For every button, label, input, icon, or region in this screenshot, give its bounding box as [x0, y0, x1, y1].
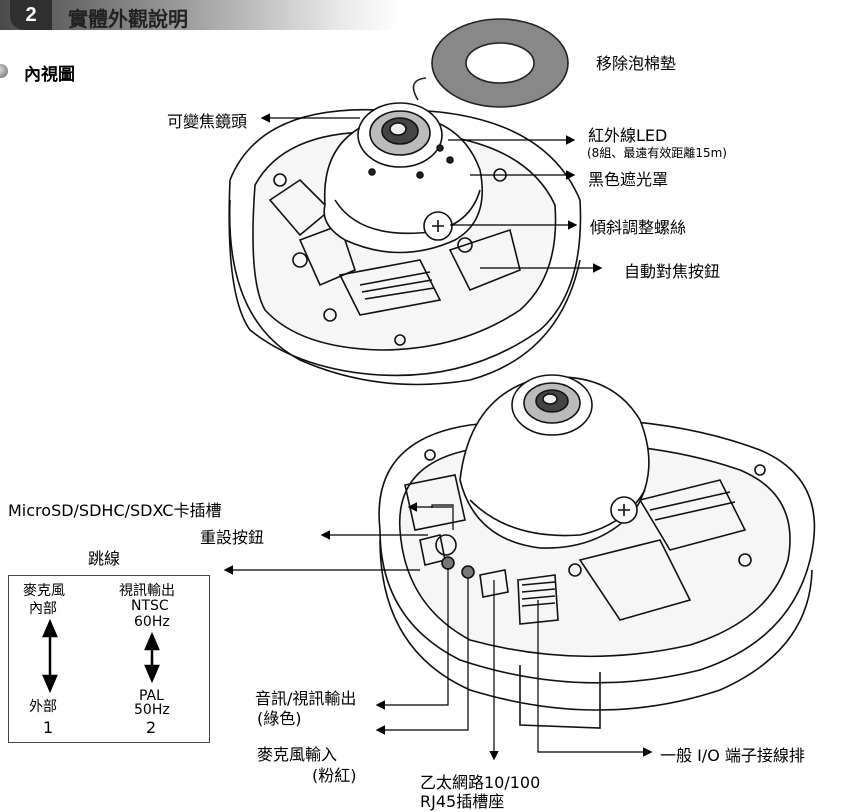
jumper-col2-top-line1: NTSC: [131, 598, 169, 614]
varifocal-lens-label: 可變焦鏡頭: [167, 112, 248, 131]
bottom-leader-lines: [223, 502, 653, 761]
av-out-color-label: (綠色): [257, 709, 302, 728]
foam-pad-label: 移除泡棉墊: [596, 54, 677, 73]
jumper-col2-bottom-line2: 50Hz: [134, 702, 170, 718]
jumper-col2-bottom-line1: PAL: [139, 688, 164, 704]
mic-in-color-label: (粉紅): [312, 766, 357, 785]
bullet-icon: [0, 64, 8, 78]
microsd-slot-label: MicroSD/SDHC/SDXC卡插槽: [8, 501, 222, 520]
section-number-badge: 2: [10, 0, 52, 30]
jumper-arrows: [42, 618, 160, 694]
jumper-col2-top-line2: 60Hz: [134, 614, 170, 630]
ir-led-note: (8組、最遠有效距離15m): [587, 146, 727, 160]
jumper-col1-header: 麥克風: [23, 583, 65, 599]
av-out-label: 音訊/視訊輸出: [255, 689, 357, 708]
subsection-title: 內視圖: [24, 65, 75, 85]
jumper-col2-header: 視訊輸出: [119, 583, 175, 599]
tilt-screw-label: 傾斜調整螺絲: [590, 218, 687, 237]
ethernet-label-line2: RJ45插槽座: [420, 792, 505, 811]
top-leader-lines: [260, 113, 603, 273]
jumper-col2-number: 2: [146, 718, 157, 737]
jumper-title: 跳線: [88, 549, 121, 568]
jumper-col1-top: 內部: [29, 601, 57, 617]
reset-button-label: 重設按鈕: [200, 528, 265, 547]
top-camera-drawing: [228, 18, 582, 386]
ethernet-label-line1: 乙太網路10/100: [420, 773, 541, 792]
autofocus-button-label: 自動對焦按鈕: [624, 262, 721, 281]
ir-led-label: 紅外線LED: [588, 126, 668, 145]
mic-in-label: 麥克風輸入: [257, 745, 338, 764]
jumper-col1-number: 1: [43, 718, 54, 737]
section-header-bar: [0, 0, 400, 30]
jumper-col1-bottom: 外部: [29, 699, 57, 715]
black-shade-label: 黑色遮光罩: [588, 170, 669, 189]
io-terminal-label: 一般 I/O 端子接線排: [660, 746, 805, 765]
jumper-table: 麥克風 內部 外部 1 視訊輸出 NTSC 60Hz PAL 50Hz 2: [8, 575, 210, 743]
section-title: 實體外觀說明: [68, 7, 188, 31]
bottom-camera-drawing: [378, 374, 816, 729]
